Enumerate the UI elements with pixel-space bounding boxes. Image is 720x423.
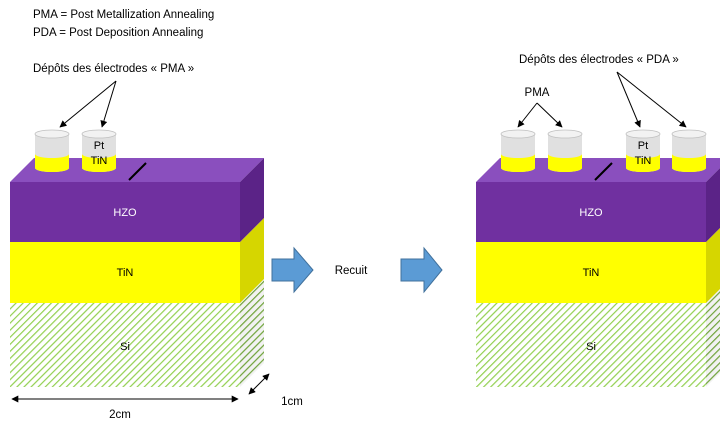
left-tin-side xyxy=(240,218,264,303)
left-si-side xyxy=(240,279,264,387)
left-electrode-pt-label: Pt xyxy=(94,140,104,152)
depth-dimension-label: 1cm xyxy=(281,396,303,408)
pda-callout-arrow-2 xyxy=(616,71,687,128)
left-tin-layer xyxy=(10,242,240,303)
right-si-layer xyxy=(476,303,706,387)
left-hzo-label: HZO xyxy=(113,207,137,219)
legend-pma: PMA = Post Metallization Annealing xyxy=(33,9,214,21)
pma-callout-arrow-2 xyxy=(536,102,563,128)
left-panel: Dépôts des électrodes « PMA » Si TiN HZO xyxy=(10,63,303,421)
left-si-label: Si xyxy=(120,341,130,353)
left-callout-arrow-2 xyxy=(100,80,117,128)
left-panel-title: Dépôts des électrodes « PMA » xyxy=(33,63,194,75)
left-electrode-2: Pt TiN xyxy=(81,129,117,172)
pma-callout-arrow-1 xyxy=(517,102,538,128)
left-tin-label: TiN xyxy=(117,267,134,279)
left-callout-arrow-1 xyxy=(59,80,117,128)
right-electrode-pt-label: Pt xyxy=(638,140,648,152)
right-pda-electrode-1: Pt TiN xyxy=(625,129,661,172)
right-electrode-tin-label: TiN xyxy=(635,155,652,167)
process-arrow-2 xyxy=(400,246,443,294)
left-electrode-tin-label: TiN xyxy=(91,155,108,167)
right-si-label: Si xyxy=(586,341,596,353)
right-hzo-side xyxy=(706,168,720,242)
process-arrow-1 xyxy=(271,246,314,294)
right-pda-electrode-2 xyxy=(671,129,707,172)
depth-dimension-arrow xyxy=(248,373,270,395)
right-tin-side xyxy=(706,228,720,303)
legend-pda: PDA = Post Deposition Annealing xyxy=(33,27,203,39)
right-panel-title: Dépôts des électrodes « PDA » xyxy=(519,54,679,66)
left-electrode-1 xyxy=(34,129,70,172)
right-pma-electrode-1 xyxy=(500,129,536,172)
right-hzo-layer xyxy=(476,182,706,242)
width-dimension-label: 2cm xyxy=(109,409,131,421)
left-hzo-top xyxy=(10,158,264,182)
right-tin-label: TiN xyxy=(583,267,600,279)
process-step-label: Recuit xyxy=(335,265,368,277)
pma-group-label: PMA xyxy=(525,87,550,99)
left-si-layer xyxy=(10,303,240,387)
right-pma-electrode-2 xyxy=(547,129,583,172)
left-hzo-layer xyxy=(10,182,240,242)
right-si-side xyxy=(706,289,720,387)
right-separator-mark xyxy=(594,162,613,181)
left-separator-mark xyxy=(128,162,147,181)
right-tin-layer xyxy=(476,242,706,303)
pda-callout-arrow-1 xyxy=(616,71,641,128)
right-hzo-label: HZO xyxy=(579,207,603,219)
left-hzo-side xyxy=(240,158,264,242)
right-panel: Dépôts des électrodes « PDA » PMA Si TiN… xyxy=(476,54,720,387)
